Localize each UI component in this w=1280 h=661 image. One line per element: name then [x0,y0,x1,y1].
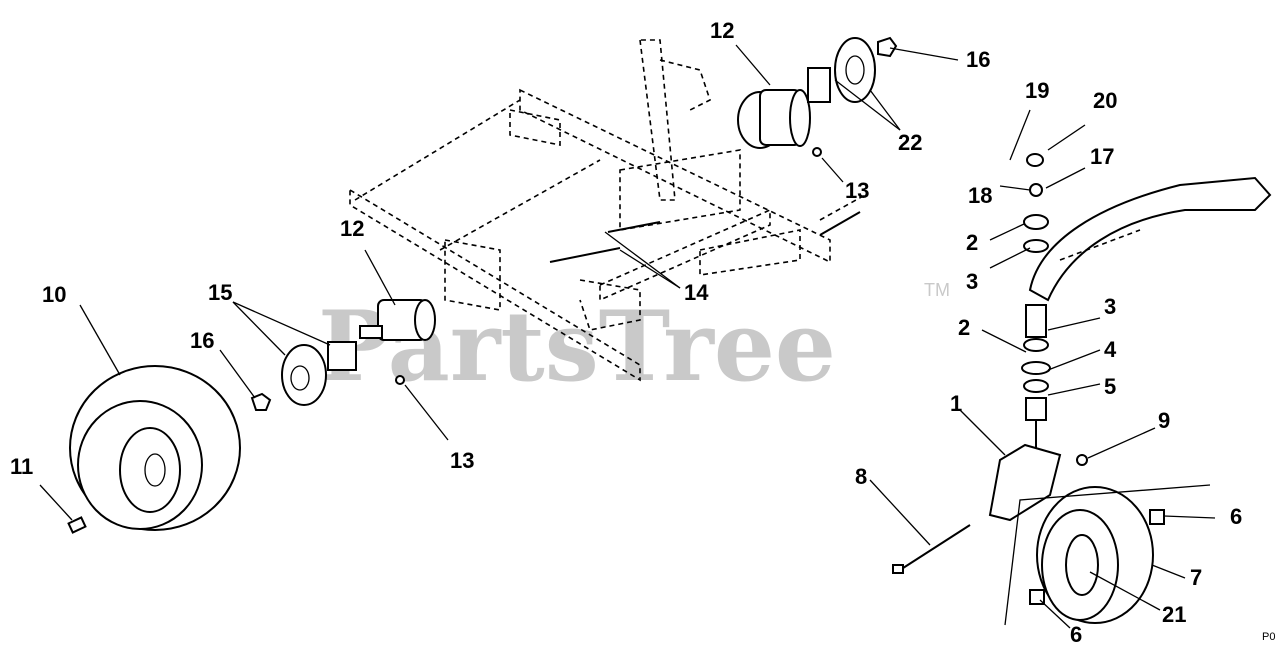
callout-8: 8 [855,464,867,489]
callout-16-lower: 16 [190,328,214,353]
main-frame [349,39,866,382]
upper-hub-22 [807,37,876,103]
lower-hub-15 [281,341,357,406]
callout-21: 21 [1162,602,1186,627]
upper-motor [737,89,811,149]
lower-nut-16 [250,392,272,411]
callout-12-lower: 12 [340,216,364,241]
callout-2-lower: 2 [958,315,970,340]
lower-bolt-13 [395,375,405,385]
callout-11: 11 [10,454,33,479]
callout-10: 10 [42,282,66,307]
callout-13-upper: 13 [845,178,869,203]
callout-3-upper: 3 [966,269,978,294]
leader-lines [39,44,1216,629]
callout-12-upper: 12 [710,18,734,43]
caster-axle-bolt-8 [892,524,971,574]
upper-nut-16 [877,36,898,58]
corner-code: P0 [1262,631,1275,643]
callout-22: 22 [898,130,922,155]
bolts-14 [549,211,861,263]
callout-5: 5 [1104,374,1116,399]
callout-4: 4 [1104,337,1117,362]
callout-15: 15 [208,280,232,305]
callout-13-lower: 13 [450,448,474,473]
caster-arm [1028,176,1272,302]
callout-2-upper: 2 [966,230,978,255]
callout-6-upper: 6 [1230,504,1242,529]
lower-motor [359,299,436,341]
callout-1: 1 [950,391,962,416]
callout-20: 20 [1093,88,1117,113]
left-wheel [67,365,241,534]
callout-19: 19 [1025,78,1049,103]
callout-16-upper: 16 [966,47,990,72]
callout-6-lower: 6 [1070,622,1082,647]
caster-nut-9 [1076,454,1088,466]
caster-stack [1021,153,1051,450]
caster-wheel-7 [1004,484,1211,626]
callout-7: 7 [1190,565,1202,590]
callout-14: 14 [684,280,709,305]
upper-bolt-13 [812,147,822,157]
callout-18: 18 [968,183,992,208]
callout-17: 17 [1090,144,1114,169]
caster-fork [988,443,1062,522]
watermark-tm: TM [924,280,950,300]
callout-9: 9 [1158,408,1170,433]
callout-3-lower: 3 [1104,294,1116,319]
